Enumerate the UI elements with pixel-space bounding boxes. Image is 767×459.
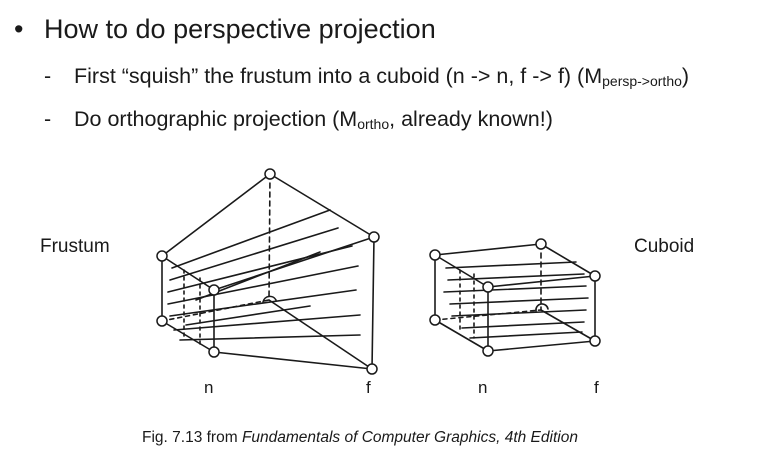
frustum-label: Frustum [40, 236, 110, 257]
sub-bullet-dash: - [44, 107, 52, 131]
sub-bullet-squish: -First “squish” the frustum into a cuboi… [44, 62, 689, 95]
sub-bullet-text: Do orthographic projection (M [74, 107, 358, 131]
cuboid-near-label: n [478, 378, 488, 397]
cuboid-label: Cuboid [634, 236, 695, 257]
sub-bullet-text-end: , already known!) [389, 107, 553, 131]
sub-bullet-text: First “squish” the frustum into a cuboid… [74, 64, 603, 88]
frustum-far-label: f [366, 378, 371, 397]
cuboid-drawing [434, 243, 596, 352]
sub-bullet-text-end: ) [681, 64, 690, 88]
caption-prefix: Fig. 7.13 from [142, 429, 242, 446]
caption-source: Fundamentals of Computer Graphics, 4th E… [241, 429, 578, 446]
sub-bullet-ortho: -Do orthographic projection (Mortho, alr… [44, 105, 553, 138]
matrix-subscript: ortho [357, 116, 390, 132]
frustum-near-label: n [204, 378, 214, 397]
main-bullet: • How to do perspective projection [14, 12, 436, 46]
frustum-drawing [161, 173, 375, 370]
main-bullet-text: How to do perspective projection [44, 14, 436, 44]
vertex-markers [156, 168, 601, 375]
matrix-subscript: persp->ortho [602, 73, 682, 89]
sub-bullet-dash: - [44, 64, 52, 88]
bullet-dot: • [14, 14, 24, 44]
figure-caption: Fig. 7.13 from Fundamentals of Computer … [142, 429, 578, 447]
cuboid-far-label: f [594, 378, 599, 397]
